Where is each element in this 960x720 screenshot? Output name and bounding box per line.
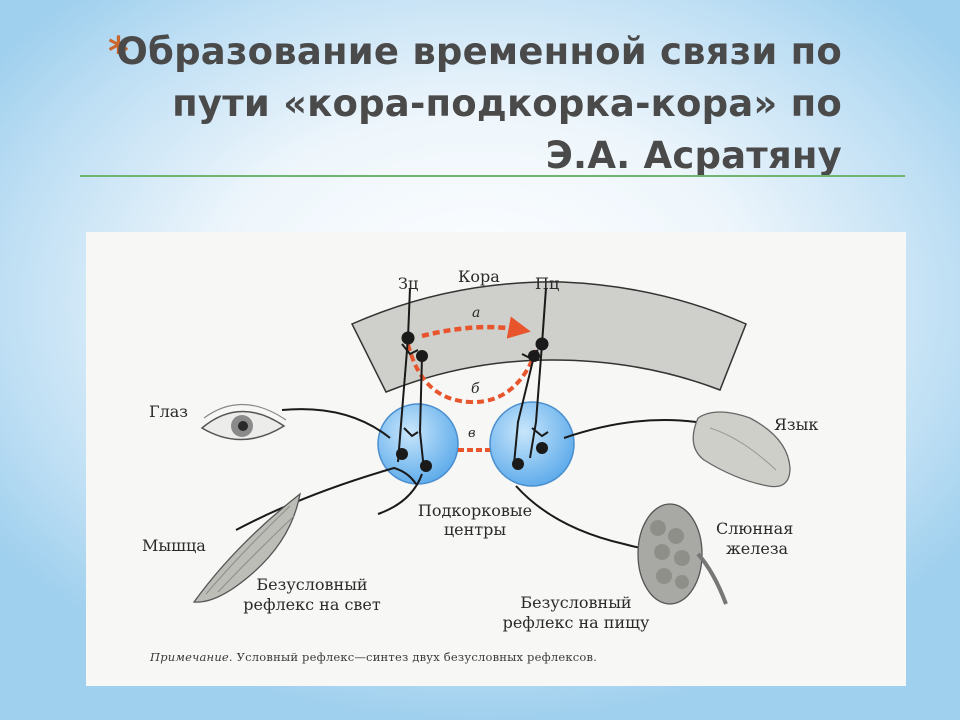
label-gland-1: Слюнная: [716, 519, 794, 538]
fiber-zc-top: [407, 287, 411, 339]
label-reflex-light-2: рефлекс на свет: [243, 595, 381, 614]
gland-drawing: [637, 503, 728, 605]
note-text: Условный рефлекс—синтез двух безусловных…: [232, 650, 598, 664]
label-muscle: Мышца: [142, 536, 206, 555]
note-lead: Примечание.: [150, 650, 233, 664]
tongue-drawing: [692, 411, 791, 488]
title-divider: [80, 175, 905, 177]
reflex-diagram: Зц Кора Пц а б в Глаз Мышца Язык Слюнная…: [86, 232, 906, 686]
cortex-band: [350, 281, 747, 393]
fiber-pc-right: [529, 343, 543, 459]
fiber-zc-down: [418, 355, 425, 471]
label-eye: Глаз: [149, 402, 189, 421]
pathway-a: [421, 316, 531, 339]
label-reflex-food-1: Безусловный: [520, 593, 632, 612]
diagram-drawing: [192, 281, 791, 605]
neuron-right-2: [536, 442, 548, 454]
title-bullet: *: [108, 29, 129, 75]
pathway-b: [406, 343, 540, 405]
label-cortex: Кора: [458, 267, 500, 286]
label-subcortical-2: центры: [443, 520, 507, 539]
diagram-note: Примечание. Условный рефлекс—синтез двух…: [150, 650, 597, 664]
nerve-tongue: [563, 419, 697, 439]
fiber-pc-down: [513, 355, 535, 465]
label-tongue: Язык: [774, 415, 819, 434]
nerve-eye: [281, 408, 391, 439]
neuron-zc-1: [401, 331, 415, 345]
neuron-zc-2: [416, 350, 428, 362]
neuron-bodies: [396, 331, 549, 472]
label-zc: Зц: [398, 274, 419, 293]
label-subcortical-1: Подкорковые: [417, 501, 533, 520]
nerve-subcortex-link: [377, 473, 423, 515]
label-path-v: в: [468, 426, 476, 441]
label-pc: Пц: [535, 274, 560, 293]
label-reflex-food-2: рефлекс на пищу: [502, 613, 650, 632]
neuron-left-1: [396, 448, 408, 460]
neuron-pc-2: [528, 350, 540, 362]
label-path-b: б: [471, 381, 480, 397]
neuron-pc-1: [535, 337, 549, 351]
fiber-zc-left: [397, 337, 409, 463]
label-gland-2: железа: [726, 539, 789, 558]
subcortical-center-left: [377, 403, 459, 485]
label-path-a: а: [472, 305, 481, 321]
neuron-right-1: [512, 458, 524, 470]
slide-title: Образование временной связи по пути «кор…: [116, 30, 842, 177]
label-reflex-light-1: Безусловный: [256, 575, 368, 594]
neuron-left-2: [420, 460, 432, 472]
nerve-muscle: [235, 466, 417, 531]
fiber-pc-top: [541, 287, 547, 345]
eye-drawing: [200, 403, 287, 441]
muscle-drawing: [192, 492, 301, 603]
